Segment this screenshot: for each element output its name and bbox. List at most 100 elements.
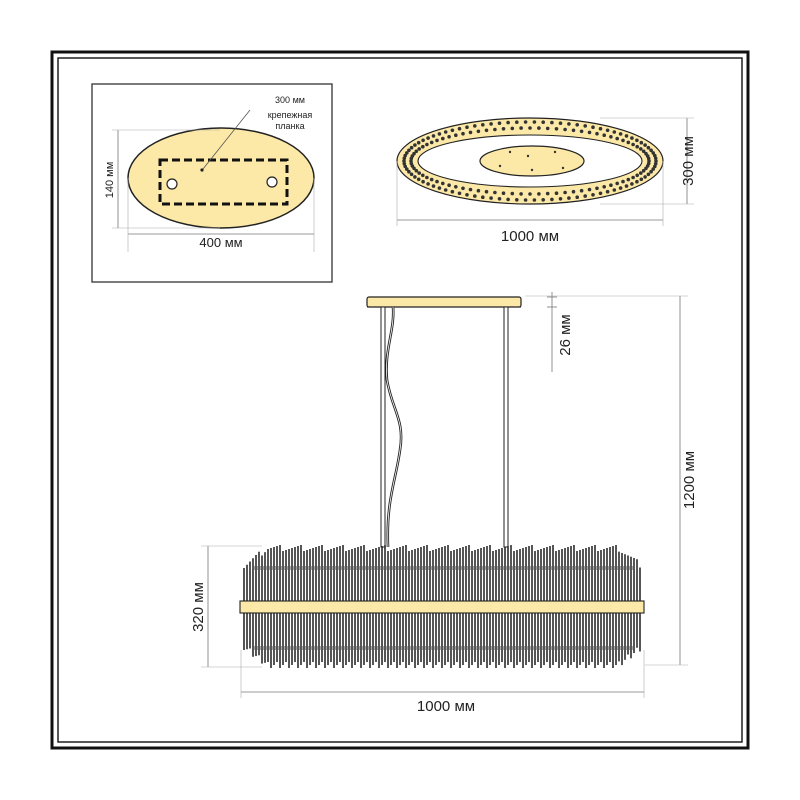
ring-crystal <box>609 183 613 187</box>
ring-crystal <box>653 153 657 158</box>
ring-crystal <box>635 138 639 143</box>
ring-crystal <box>630 182 634 186</box>
ring-crystal <box>437 132 442 136</box>
front-view: 26 мм 1200 мм 320 мм 1000 мм <box>190 292 698 715</box>
ring-crystal <box>473 124 477 128</box>
ring-crystal <box>405 151 409 155</box>
ring-crystal <box>635 179 639 184</box>
ring-crystal <box>587 130 592 135</box>
ring-crystal <box>484 189 489 194</box>
ring-crystal <box>624 134 629 138</box>
ring-crystal <box>443 188 448 192</box>
ring-crystal <box>615 181 619 186</box>
top-view-canopy-points <box>498 150 565 172</box>
ring-crystal <box>426 182 430 186</box>
ring-crystal <box>421 179 425 184</box>
ring-crystal <box>626 140 631 145</box>
screw-hole-left <box>166 178 178 190</box>
ring-crystal <box>412 151 416 156</box>
ring-crystal <box>476 129 481 134</box>
ring-crystal <box>532 198 537 202</box>
ring-crystal <box>523 120 528 124</box>
ring-crystal <box>450 189 455 194</box>
ring-crystal <box>501 127 506 131</box>
bracket-leader-line <box>202 109 251 170</box>
ring-crystal <box>409 145 414 150</box>
ring-crystal <box>528 126 532 130</box>
ring-crystal <box>461 131 465 136</box>
top-depth-label: 300 мм <box>680 136 697 186</box>
ring-crystal <box>618 186 623 190</box>
ring-crystal <box>587 187 592 192</box>
outer-frame <box>50 50 750 750</box>
ring-crystal <box>646 145 651 150</box>
ring-crystal <box>476 188 481 193</box>
ring-crystal <box>481 195 485 199</box>
ring-crystal <box>473 194 477 198</box>
ring-crystal <box>402 159 406 163</box>
ring-crystal <box>425 175 429 180</box>
ring-crystal <box>641 149 646 154</box>
ring-crystal <box>441 181 445 186</box>
ring-crystal <box>651 167 655 171</box>
ring-crystal <box>489 122 493 126</box>
ceiling-canopy <box>366 296 522 308</box>
ring-crystal <box>630 136 634 140</box>
ring-crystal <box>510 191 515 196</box>
ring-crystal <box>468 130 473 135</box>
ring-crystal <box>583 124 587 128</box>
canopy-point <box>508 150 512 154</box>
ring-crystal <box>639 147 643 151</box>
ring-crystal <box>484 128 489 133</box>
inner-frame <box>57 57 743 743</box>
ring-crystal <box>618 132 623 136</box>
ring-crystal <box>646 156 651 161</box>
ring-crystal <box>554 191 559 195</box>
ring-crystal <box>605 128 610 133</box>
bracket-label-line2: планка <box>275 121 304 131</box>
ring-crystal <box>639 177 644 182</box>
shade-height-label: 320 мм <box>190 582 207 632</box>
ring-crystal <box>414 168 419 173</box>
ring-crystal <box>563 190 567 195</box>
top-view-crystal-ring <box>402 120 658 202</box>
front-width-label: 1000 мм <box>417 698 475 715</box>
bracket-center-dot <box>200 168 204 172</box>
ring-crystal <box>414 149 419 154</box>
ring-crystal <box>519 126 523 130</box>
ring-crystal <box>465 125 469 129</box>
ring-crystal <box>612 188 617 192</box>
ring-crystal <box>567 196 571 200</box>
ring-crystal <box>631 175 635 180</box>
suspension-rod-right <box>503 306 509 548</box>
ring-crystal <box>537 192 541 196</box>
ring-crystal <box>541 120 545 124</box>
ring-crystal <box>541 198 545 202</box>
ring-crystal <box>545 191 550 196</box>
ring-crystal <box>532 120 537 124</box>
ring-crystal <box>609 135 613 139</box>
ring-crystal <box>515 198 519 202</box>
crystal-band <box>252 566 634 570</box>
ring-crystal <box>417 147 422 151</box>
ring-crystal <box>591 125 595 129</box>
ring-crystal <box>454 185 458 189</box>
ring-crystal <box>489 196 493 200</box>
ring-crystal <box>426 136 430 140</box>
ring-crystal <box>407 148 411 153</box>
ring-crystal <box>558 197 563 201</box>
ring-crystal <box>501 191 506 195</box>
ring-crystal <box>643 143 647 147</box>
ring-crystal <box>457 191 462 196</box>
ring-crystal <box>654 159 658 163</box>
canopy-height-label: 26 мм <box>557 314 574 355</box>
ring-crystal <box>443 130 448 134</box>
ring-crystal <box>602 133 606 137</box>
ring-crystal <box>405 167 409 171</box>
ring-crystal <box>558 121 563 125</box>
ring-crystal <box>457 126 462 131</box>
ring-crystal <box>626 177 631 182</box>
ring-crystal <box>435 179 439 184</box>
ring-crystal <box>429 140 434 145</box>
